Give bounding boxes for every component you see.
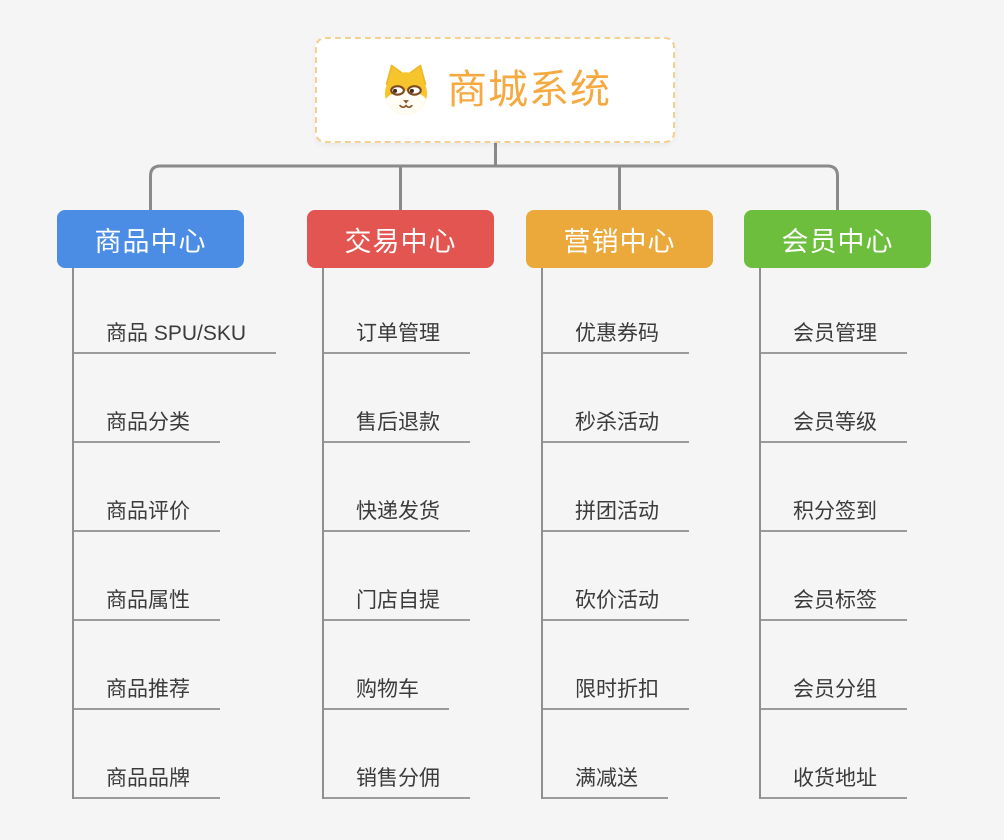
root-label: 商城系统 [447, 68, 611, 112]
leaf-row: 秒杀活动 [526, 354, 786, 443]
leaf-row: 商品评价 [57, 443, 317, 532]
leaf-item[interactable]: 限时折扣 [542, 677, 689, 710]
branch-node-marketing[interactable]: 营销中心 [526, 210, 713, 268]
leaf-item[interactable]: 门店自提 [323, 588, 470, 621]
leaf-item[interactable]: 会员分组 [760, 677, 907, 710]
branch-member: 会员中心 会员管理 会员等级 积分签到 会员标签 会员分组 收货地址 [744, 210, 1004, 799]
leaf-row: 售后退款 [307, 354, 567, 443]
leaf-item[interactable]: 积分签到 [760, 499, 907, 532]
leaf-row: 拼团活动 [526, 443, 786, 532]
leaf-row: 商品 SPU/SKU [57, 268, 317, 354]
leaf-row: 会员标签 [744, 532, 1004, 621]
branch-children-product: 商品 SPU/SKU 商品分类 商品评价 商品属性 商品推荐 商品品牌 [57, 268, 317, 799]
leaf-row: 砍价活动 [526, 532, 786, 621]
leaf-row: 满减送 [526, 710, 786, 799]
leaf-item[interactable]: 订单管理 [323, 321, 470, 354]
branch-node-label: 商品中心 [94, 226, 207, 257]
leaf-item[interactable]: 商品推荐 [73, 677, 220, 710]
branch-node-label: 交易中心 [344, 226, 457, 257]
leaf-item[interactable]: 商品品牌 [73, 766, 220, 799]
leaf-row: 商品推荐 [57, 621, 317, 710]
leaf-row: 快递发货 [307, 443, 567, 532]
leaf-item[interactable]: 收货地址 [760, 766, 907, 799]
leaf-item[interactable]: 快递发货 [323, 499, 470, 532]
leaf-row: 商品分类 [57, 354, 317, 443]
branch-node-label: 会员中心 [781, 226, 894, 257]
leaf-item[interactable]: 会员管理 [760, 321, 907, 354]
branch-children-marketing: 优惠券码 秒杀活动 拼团活动 砍价活动 限时折扣 满减送 [526, 268, 786, 799]
leaf-item[interactable]: 砍价活动 [542, 588, 689, 621]
branch-node-trade[interactable]: 交易中心 [307, 210, 494, 268]
leaf-row: 限时折扣 [526, 621, 786, 710]
leaf-item[interactable]: 销售分佣 [323, 766, 470, 799]
leaf-item[interactable]: 会员等级 [760, 410, 907, 443]
leaf-item[interactable]: 售后退款 [323, 410, 470, 443]
branch-node-label: 营销中心 [563, 226, 676, 257]
leaf-row: 收货地址 [744, 710, 1004, 799]
leaf-row: 销售分佣 [307, 710, 567, 799]
branch-marketing: 营销中心 优惠券码 秒杀活动 拼团活动 砍价活动 限时折扣 满减送 [526, 210, 786, 799]
leaf-item[interactable]: 商品 SPU/SKU [73, 321, 277, 354]
leaf-item[interactable]: 购物车 [323, 677, 449, 710]
leaf-item[interactable]: 商品属性 [73, 588, 220, 621]
leaf-item[interactable]: 商品评价 [73, 499, 220, 532]
branch-node-product[interactable]: 商品中心 [57, 210, 244, 268]
leaf-row: 会员分组 [744, 621, 1004, 710]
leaf-row: 优惠券码 [526, 268, 786, 354]
leaf-item[interactable]: 会员标签 [760, 588, 907, 621]
branch-children-member: 会员管理 会员等级 积分签到 会员标签 会员分组 收货地址 [744, 268, 1004, 799]
leaf-row: 商品属性 [57, 532, 317, 621]
leaf-item[interactable]: 商品分类 [73, 410, 220, 443]
leaf-row: 商品品牌 [57, 710, 317, 799]
root-node[interactable]: 商城系统 [315, 37, 675, 143]
branch-node-member[interactable]: 会员中心 [744, 210, 931, 268]
leaf-row: 订单管理 [307, 268, 567, 354]
branch-trade: 交易中心 订单管理 售后退款 快递发货 门店自提 购物车 销售分佣 [307, 210, 567, 799]
leaf-row: 积分签到 [744, 443, 1004, 532]
leaf-item[interactable]: 秒杀活动 [542, 410, 689, 443]
leaf-row: 购物车 [307, 621, 567, 710]
leaf-row: 会员等级 [744, 354, 1004, 443]
branch-product: 商品中心 商品 SPU/SKU 商品分类 商品评价 商品属性 商品推荐 商品品牌 [57, 210, 317, 799]
shiba-dog-icon [384, 64, 428, 115]
leaf-item[interactable]: 拼团活动 [542, 499, 689, 532]
leaf-row: 会员管理 [744, 268, 1004, 354]
leaf-item[interactable]: 满减送 [542, 766, 668, 799]
leaf-item[interactable]: 优惠券码 [542, 321, 689, 354]
branch-children-trade: 订单管理 售后退款 快递发货 门店自提 购物车 销售分佣 [307, 268, 567, 799]
leaf-row: 门店自提 [307, 532, 567, 621]
